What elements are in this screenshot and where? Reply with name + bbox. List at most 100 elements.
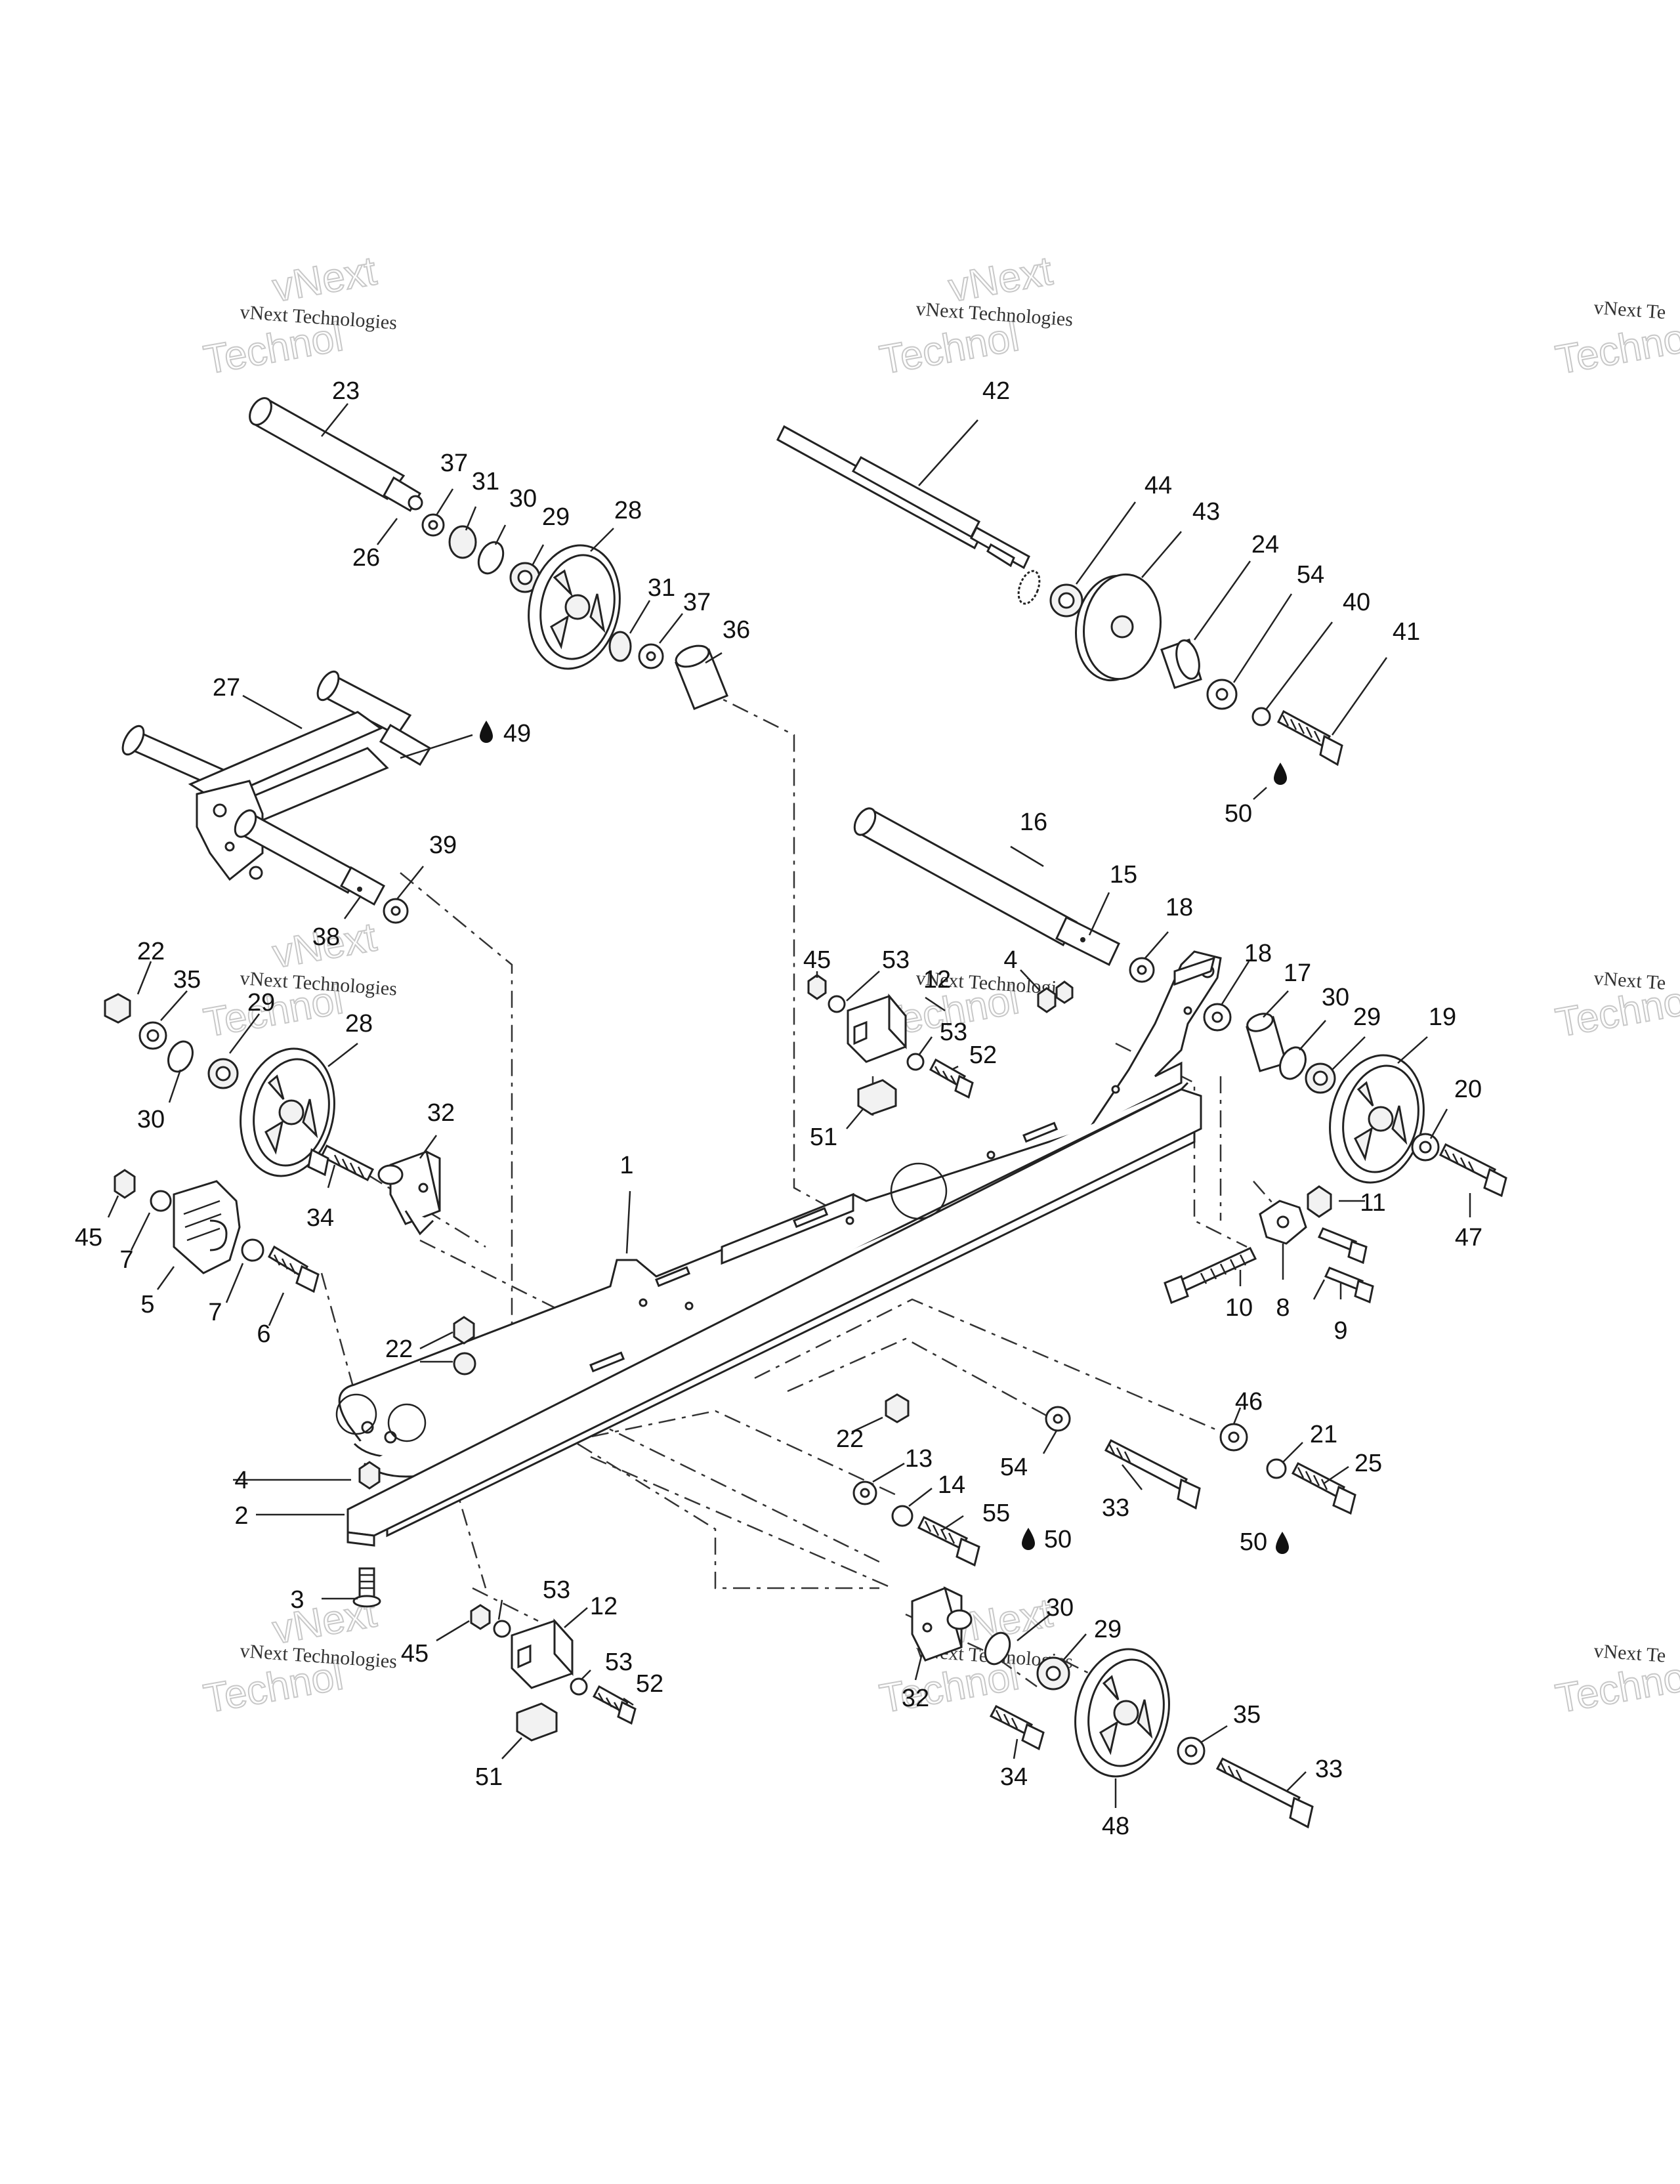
slide-2	[346, 1088, 1202, 1547]
detail-circle	[335, 1393, 377, 1435]
bolt-34-left	[307, 1144, 375, 1182]
callout-49: 49	[503, 720, 531, 747]
callout-30-left: 30	[137, 1106, 165, 1133]
nut-45-left	[114, 1169, 136, 1199]
bolt-34-lower	[989, 1704, 1045, 1751]
washer-7-left	[150, 1190, 172, 1212]
watermark-mid-right: Technol vNext Te	[1551, 967, 1680, 1047]
wheel-28-top	[528, 544, 621, 670]
block-32-left	[377, 1150, 441, 1236]
shaft-16	[853, 807, 1120, 967]
callout-32-lower: 32	[902, 1685, 929, 1712]
callout-40: 40	[1343, 589, 1370, 616]
callout-55: 55	[982, 1500, 1010, 1527]
callout-12-upper: 12	[923, 966, 951, 994]
insert-51-upper	[857, 1079, 897, 1116]
callout-3: 3	[290, 1586, 304, 1614]
callout-17: 17	[1284, 959, 1311, 987]
callout-47: 47	[1455, 1224, 1482, 1251]
callout-43: 43	[1192, 498, 1220, 526]
callout-45-left: 45	[75, 1224, 102, 1251]
callout-33-lower: 33	[1315, 1755, 1343, 1783]
callout-34-left: 34	[306, 1204, 334, 1232]
bolt-9-b	[1324, 1267, 1374, 1304]
callout-45-lower: 45	[401, 1640, 429, 1668]
watermark-text: vNext Te	[1593, 1640, 1667, 1667]
washer-53-lower-b	[570, 1677, 588, 1696]
oil-drop-icon	[480, 721, 493, 743]
bolt-10	[1164, 1247, 1257, 1304]
nut-11	[1307, 1185, 1332, 1218]
bolt-41	[1277, 709, 1343, 766]
callout-52-lower: 52	[636, 1670, 663, 1698]
callout-25: 25	[1354, 1450, 1382, 1477]
washer-hole	[1137, 965, 1147, 975]
nut-22-center-a	[453, 1316, 475, 1345]
washer-hole	[390, 906, 401, 916]
watermark-top-center: Technol vNext vNext Technologies	[875, 247, 1074, 383]
clip-44	[1017, 570, 1041, 605]
nut-45-lower	[470, 1604, 491, 1630]
nut-4-upper	[1037, 987, 1057, 1013]
nut-22-center-b	[453, 1352, 476, 1376]
callout-22-left: 22	[137, 938, 165, 965]
bolt-47	[1438, 1143, 1507, 1198]
parts	[104, 397, 1507, 1829]
callout-7-left: 7	[119, 1246, 133, 1274]
bearing-hole	[1312, 1070, 1328, 1086]
washer-hole	[646, 651, 656, 662]
callout-30-lower: 30	[1046, 1594, 1074, 1622]
watermark-text: vNext Te	[1593, 967, 1667, 994]
callout-36: 36	[723, 616, 750, 644]
watermark-low-right: Technol vNext Te	[1551, 1640, 1680, 1723]
spacer-17	[1246, 1013, 1288, 1072]
callout-15: 15	[1110, 861, 1137, 889]
callout-29-top: 29	[542, 503, 570, 531]
washer-hole	[1228, 1431, 1240, 1443]
callout-51-lower: 51	[475, 1763, 503, 1791]
wheel-48	[1074, 1648, 1170, 1778]
callout-35-left: 35	[173, 966, 201, 994]
callout-38: 38	[312, 923, 340, 951]
callout-6: 6	[257, 1320, 270, 1348]
callout-34-lower: 34	[1000, 1763, 1028, 1791]
callout-29-right: 29	[1353, 1003, 1381, 1031]
spacer-24	[1160, 639, 1202, 689]
washer-hole	[860, 1488, 870, 1498]
washer-14	[891, 1505, 914, 1527]
tube-36	[675, 644, 728, 710]
oil-drop-icon	[1276, 1532, 1289, 1554]
callout-45-upper: 45	[803, 946, 831, 974]
ring-30-right	[1279, 1046, 1307, 1080]
callout-4-upper: 4	[1003, 946, 1017, 974]
callout-24: 24	[1251, 531, 1279, 558]
ring-30-lower	[984, 1631, 1011, 1666]
callout-31-top2: 31	[648, 574, 675, 602]
callout-2: 2	[234, 1502, 248, 1530]
callout-41: 41	[1393, 618, 1420, 646]
callout-26: 26	[352, 544, 380, 572]
ring-30-left	[167, 1040, 194, 1073]
callout-37-top2: 37	[683, 589, 711, 616]
detail-circle	[890, 1162, 948, 1220]
callout-53-upper-b: 53	[940, 1018, 967, 1046]
watermark-top-left: Technol vNext vNext Technologies	[200, 247, 398, 383]
callout-8: 8	[1276, 1294, 1290, 1322]
bracket-8	[1259, 1200, 1307, 1245]
callout-27: 27	[213, 674, 240, 702]
wheel-43	[1074, 573, 1162, 682]
callout-42: 42	[982, 377, 1010, 405]
wheel-19	[1329, 1054, 1425, 1184]
bolt-52-upper	[929, 1058, 974, 1099]
wheel-28-left	[240, 1047, 335, 1177]
callout-50-top: 50	[1225, 800, 1252, 828]
lubricant-icons	[480, 721, 1289, 1554]
callout-52-upper: 52	[969, 1041, 997, 1069]
callout-7-right: 7	[208, 1299, 222, 1326]
bearing-hole	[517, 570, 533, 585]
callout-21: 21	[1310, 1421, 1337, 1448]
screw-3	[352, 1567, 381, 1608]
callout-13: 13	[905, 1445, 933, 1473]
callout-18-b: 18	[1244, 940, 1272, 967]
